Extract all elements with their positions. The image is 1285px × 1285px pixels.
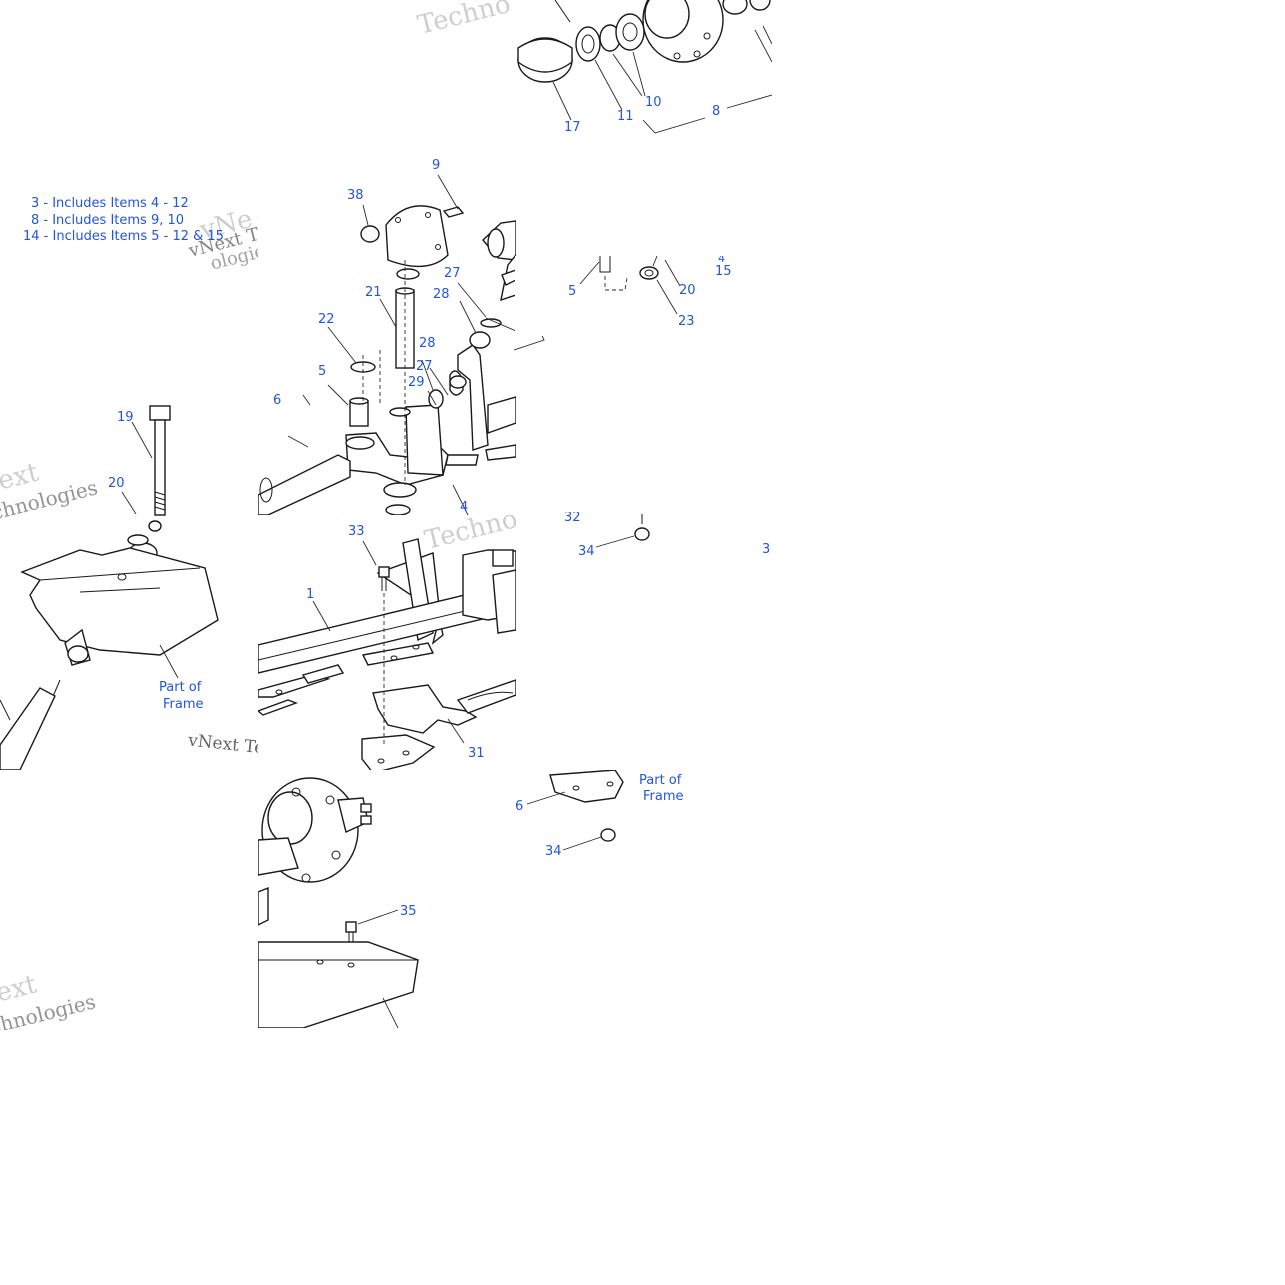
callout: 4	[460, 500, 469, 515]
callout: 32	[564, 512, 581, 525]
bottom-hub-drawing	[258, 777, 419, 1028]
callout: 9	[432, 158, 441, 173]
callout: 28	[433, 287, 450, 302]
callout: 23	[678, 314, 695, 329]
callout: 6	[273, 393, 282, 408]
callout: 6	[515, 799, 524, 814]
callout: 34	[545, 844, 562, 859]
knuckle-drawing	[258, 174, 516, 515]
callout: 4	[718, 256, 725, 265]
callout: 10	[645, 95, 662, 110]
frame-label: Frame	[163, 697, 204, 712]
callout: 3	[762, 542, 771, 557]
callout: 17	[564, 120, 581, 135]
watermark-tile: ext chnologies	[0, 960, 258, 1030]
callout: 1	[306, 587, 315, 602]
mid-right-drawing	[579, 256, 681, 315]
note-line: 14 - Includes Items 5 - 12 & 15	[23, 229, 224, 244]
callout: 29	[408, 375, 425, 390]
callout: 20	[108, 476, 125, 491]
frame-label: Part of	[639, 773, 682, 788]
callout: 21	[365, 285, 382, 300]
plate-drawing	[526, 770, 624, 851]
small-right-tile: 32 34 3	[516, 512, 772, 562]
callout: 34	[578, 544, 595, 559]
note-line: 3 - Includes Items 4 - 12	[31, 196, 189, 211]
hub-assembly-tile: Techno 17 11 10 8	[405, 0, 772, 150]
bottom-hub-tile: 35	[258, 770, 516, 1028]
callout: 33	[348, 524, 365, 539]
callout: 11	[617, 109, 634, 124]
shock-tile: ext chnologies 19 20 Part of Frame vNext…	[0, 400, 258, 770]
callout: 19	[117, 410, 134, 425]
callout: 27	[416, 359, 433, 374]
knuckle-tile: 9 38 27 28 21 22 28 27 5 29 6 26 4 7 10	[258, 155, 516, 515]
note-line: 8 - Includes Items 9, 10	[31, 213, 185, 228]
mid-right-tile: 5 20 4 15 23	[515, 256, 772, 336]
notes-tile: vNe vNext Tec ologies 3 - Includes Items…	[0, 190, 258, 270]
callout: 15	[715, 264, 732, 279]
plate-tile: 6 34 Part of Frame	[515, 770, 772, 870]
frame-tile: Techno 33 1 31	[258, 515, 516, 771]
frame-drawing	[258, 538, 516, 771]
callout: 35	[400, 904, 417, 919]
callout: 22	[318, 312, 335, 327]
callout: 8	[712, 104, 721, 119]
frame-label: Frame	[643, 789, 684, 804]
small-right-drawing	[595, 514, 650, 548]
callout: 5	[318, 364, 327, 379]
callout: 38	[347, 188, 364, 203]
callout: 31	[468, 746, 485, 761]
callout: 28	[419, 336, 436, 351]
frame-label: Part of	[159, 680, 202, 695]
shock-drawing	[0, 405, 219, 770]
hub-assembly-drawing	[517, 0, 772, 134]
callout: 27	[444, 266, 461, 281]
callout: 5	[568, 284, 577, 299]
callout: 20	[679, 283, 696, 298]
